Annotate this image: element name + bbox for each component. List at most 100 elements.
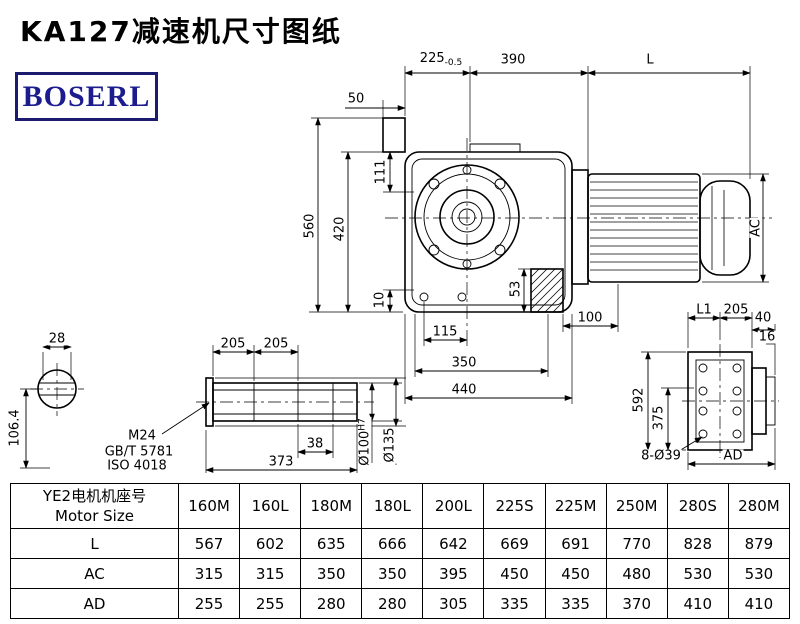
output-flange-circles (414, 164, 520, 270)
motor-size-header: 200L (422, 483, 485, 529)
table-cell: 305 (422, 588, 485, 619)
header-cn: YE2电机机座号 (42, 486, 147, 505)
motor-size-header: 250M (605, 483, 668, 529)
dim-420: 420 (332, 215, 348, 243)
row-label: AC (10, 558, 179, 589)
table-header-row: YE2电机机座号 Motor Size 160M 160L 180M 180L … (10, 483, 791, 529)
dim-53: 53 (508, 279, 524, 299)
table-cell: 410 (727, 588, 791, 619)
table-cell: 315 (239, 558, 302, 589)
dim-38: 38 (305, 436, 325, 452)
shaft-detail-view (161, 345, 406, 473)
dim-225-tolerance: -0.5 (444, 58, 463, 68)
dim-375: 375 (651, 404, 667, 432)
dim-L1: L1 (695, 302, 713, 318)
table-cell: 669 (483, 528, 546, 559)
table-cell: 395 (422, 558, 485, 589)
table-header-motor-size: YE2电机机座号 Motor Size (10, 483, 179, 529)
motor-size-header: 280S (666, 483, 729, 529)
dim-592: 592 (631, 386, 647, 414)
motor-size-table: YE2电机机座号 Motor Size 160M 160L 180M 180L … (10, 483, 791, 619)
table-cell: 350 (300, 558, 363, 589)
table-row: AD 255 255 280 280 305 335 335 370 410 4… (10, 588, 791, 619)
page-title: KA127减速机尺寸图纸 (20, 15, 342, 48)
mount-hole (457, 292, 467, 302)
table-cell: 691 (544, 528, 607, 559)
table-cell: 450 (483, 558, 546, 589)
motor-size-header: 225S (483, 483, 546, 529)
table-cell: 567 (177, 528, 241, 559)
motor-size-header: 180L (361, 483, 424, 529)
dim-40: 40 (753, 310, 773, 326)
mount-hole (419, 292, 429, 302)
dim-135: Ø135 (382, 426, 398, 464)
boserl-logo: BOSERL (15, 72, 158, 121)
table-cell: 879 (727, 528, 791, 559)
row-label: L (10, 528, 179, 559)
dim-16: 16 (757, 329, 777, 345)
table-cell: 335 (483, 588, 546, 619)
table-cell: 530 (727, 558, 791, 589)
dim-225: 225-0.5 (418, 51, 464, 68)
dim-AD: AD (722, 448, 744, 464)
table-row: AC 315 315 350 350 395 450 450 480 530 5… (10, 558, 791, 589)
technical-drawing (20, 66, 779, 473)
table-cell: 480 (605, 558, 668, 589)
dim-8-holes: 8-Ø39 (640, 448, 682, 464)
dim-390: 390 (499, 52, 527, 68)
note-gbt-5781: GB/T 5781 (103, 444, 175, 460)
dim-10: 10 (372, 290, 388, 310)
table-cell: 335 (544, 588, 607, 619)
motor-size-header: 180M (300, 483, 363, 529)
dim-440: 440 (450, 382, 478, 398)
table-row: L 567 602 635 666 642 669 691 770 828 87… (10, 528, 791, 559)
motor-end-cap (699, 180, 751, 276)
note-m24: M24 (127, 428, 157, 444)
table-cell: 450 (544, 558, 607, 589)
table-cell: 770 (605, 528, 668, 559)
dim-225-value: 225 (419, 51, 445, 66)
motor (571, 169, 751, 285)
dim-L: L (645, 52, 655, 68)
logo-text: BOSERL (22, 79, 151, 113)
dim-106-4: 106.4 (7, 408, 23, 448)
dim-111: 111 (373, 158, 389, 186)
motor-size-header: 280M (727, 483, 791, 529)
front-view-dimensions (309, 66, 769, 404)
motor-size-header: 225M (544, 483, 607, 529)
table-cell: 255 (239, 588, 302, 619)
dim-205-c: 205 (722, 302, 750, 318)
dim-100H7: Ø100H7 (357, 417, 373, 467)
front-view (382, 117, 772, 336)
table-cell: 410 (666, 588, 729, 619)
dim-350: 350 (450, 355, 478, 371)
dim-100: 100 (576, 310, 604, 326)
motor-adapter (571, 169, 589, 285)
motor-size-header: 160M (177, 483, 241, 529)
dim-373: 373 (267, 454, 295, 470)
table-cell: 315 (177, 558, 241, 589)
dim-AC: AC (748, 218, 764, 238)
flange-side-view (641, 312, 779, 470)
dim-50: 50 (346, 91, 366, 107)
table-cell: 280 (300, 588, 363, 619)
dim-100H7-fit: H7 (357, 418, 368, 431)
hatched-shaft-block (530, 268, 564, 313)
motor-size-header: 160L (239, 483, 302, 529)
dim-28: 28 (47, 331, 67, 347)
bolt-hole-leader (678, 436, 703, 452)
header-en: Motor Size (55, 507, 134, 525)
table-cell: 602 (239, 528, 302, 559)
input-cover (382, 117, 406, 153)
shaft-end-view (20, 344, 84, 469)
dim-560: 560 (302, 212, 318, 240)
table-cell: 635 (300, 528, 363, 559)
dim-115: 115 (431, 324, 459, 340)
m24-leader (161, 402, 210, 435)
table-cell: 350 (361, 558, 424, 589)
table-cell: 255 (177, 588, 241, 619)
table-cell: 280 (361, 588, 424, 619)
table-cell: 642 (422, 528, 485, 559)
table-cell: 370 (605, 588, 668, 619)
